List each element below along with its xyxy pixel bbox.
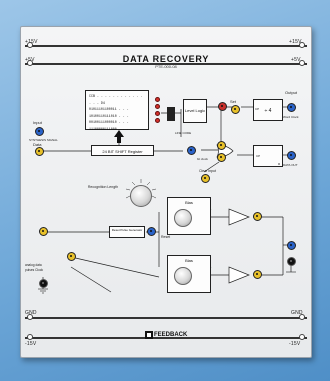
analog-output-jack[interactable] (287, 241, 296, 250)
gate-input-jack[interactable] (217, 153, 226, 162)
rail-minus15 (25, 337, 307, 339)
register-led (155, 104, 160, 109)
reset-pulse-label: Reset Pulse Generator (111, 228, 143, 232)
level-logic-label: Level Logic (184, 108, 206, 113)
buffer-output-jack[interactable] (253, 270, 262, 279)
rail-jack[interactable] (27, 334, 33, 340)
bias-knob-2[interactable] (174, 267, 192, 285)
clear-input-label: Clear input (199, 169, 216, 173)
line-code-input-label: analog data pulses Clock (25, 263, 44, 272)
rail-jack[interactable] (299, 334, 305, 340)
input-sub-label: SYNTHESIS SIGNAL (29, 138, 58, 142)
bias-label-1: Bias (185, 200, 193, 205)
rail-label-plus5-right: +5V (291, 57, 301, 63)
ff1-cp-label: CP (255, 107, 260, 111)
register-led (155, 111, 160, 116)
set-label: Set (230, 99, 237, 104)
divider-label: ÷ 4 (264, 108, 272, 114)
set-jack[interactable] (231, 105, 240, 114)
ff2-cp-label: CP (256, 154, 261, 158)
register-row: 01011101100011 - - - (89, 107, 129, 111)
buffer-output-jack[interactable] (253, 212, 262, 221)
data-label: Data (33, 142, 42, 147)
analog-ground-jack[interactable] (287, 257, 296, 266)
clear-input-jack[interactable] (201, 174, 210, 183)
rail-label-gnd-right: GND (291, 310, 303, 316)
bias-label-2: Bias (185, 258, 193, 263)
analog-input-jack[interactable] (67, 252, 76, 261)
data-flipflop-block: CP R (253, 145, 283, 167)
level-logic-output-jack[interactable] (218, 102, 227, 111)
register-row: 00100111000010 - - - (89, 120, 129, 124)
recognition-label: Recognition Length (87, 185, 119, 189)
level-logic-block: Level Logic (183, 99, 207, 123)
rail-jack[interactable] (27, 314, 33, 320)
rail-plus15 (25, 45, 307, 47)
input-label: Input (33, 120, 42, 125)
ground-jack[interactable] (39, 279, 48, 288)
ff-reset-label: R (278, 162, 281, 166)
feedback-logo-icon (145, 331, 153, 339)
output-label: Output (285, 90, 298, 95)
word-clock-jack[interactable] (287, 103, 296, 112)
register-led (155, 118, 160, 123)
rail-jack[interactable] (299, 42, 305, 48)
gate-input-jack[interactable] (217, 141, 226, 150)
divider-block: ÷ 4 (253, 99, 283, 121)
data-out-label: DATA OUT (283, 163, 298, 167)
rail-label-plus15-right: +15V (289, 39, 302, 45)
panel-subtitle: PTE-000-08 (155, 64, 177, 69)
bit-clock-jack[interactable] (187, 146, 196, 155)
rail-jack[interactable] (27, 42, 33, 48)
rail-jack[interactable] (299, 60, 305, 66)
data-jack[interactable] (35, 147, 44, 156)
output-sub-label: Word Clock (283, 115, 299, 119)
rail-label-gnd-left: GND (25, 310, 37, 316)
circuit-wiring (38, 106, 296, 294)
register-row: 11100000111000 - - - (89, 126, 129, 131)
input-jack[interactable] (35, 127, 44, 136)
rail-gnd (25, 317, 307, 319)
selector-switch[interactable] (167, 107, 175, 121)
rail-label-minus15-right: -15V (289, 341, 301, 347)
rail-plus5 (25, 63, 307, 65)
rail-jack[interactable] (299, 314, 305, 320)
reset-label: Reset (161, 235, 171, 239)
shift-register-block: 24 BIT SHIFT Register (91, 145, 154, 156)
data-out-jack[interactable] (287, 151, 296, 160)
register-led (155, 97, 160, 102)
shift-register-label: 24 BIT SHIFT Register (102, 149, 143, 154)
register-row: 10100110111010 - - - (89, 113, 129, 118)
reset-pulse-jack[interactable] (147, 227, 156, 236)
reset-pulse-generator: Reset Pulse Generator (109, 226, 145, 238)
register-row: CCB - - - - - - - - - - - - - - - D4 (89, 94, 143, 105)
bias-knob-1[interactable] (174, 209, 192, 227)
register-display: CCB - - - - - - - - - - - - - - - D4 010… (85, 90, 149, 131)
rail-label-minus15-left: -15V (25, 341, 37, 347)
recognition-length-knob[interactable] (130, 185, 152, 207)
line-code-label: LINE CODE (175, 131, 192, 135)
reset-input-jack[interactable] (39, 227, 48, 236)
trainer-panel: +15V +15V +5V +5V DATA RECOVERY PTE-000-… (20, 26, 312, 358)
panel-title: DATA RECOVERY (122, 54, 210, 64)
bit-clock-label: bit clock (197, 157, 208, 161)
brand-logo: FEEDBACK (154, 332, 188, 338)
rail-jack[interactable] (27, 60, 33, 66)
